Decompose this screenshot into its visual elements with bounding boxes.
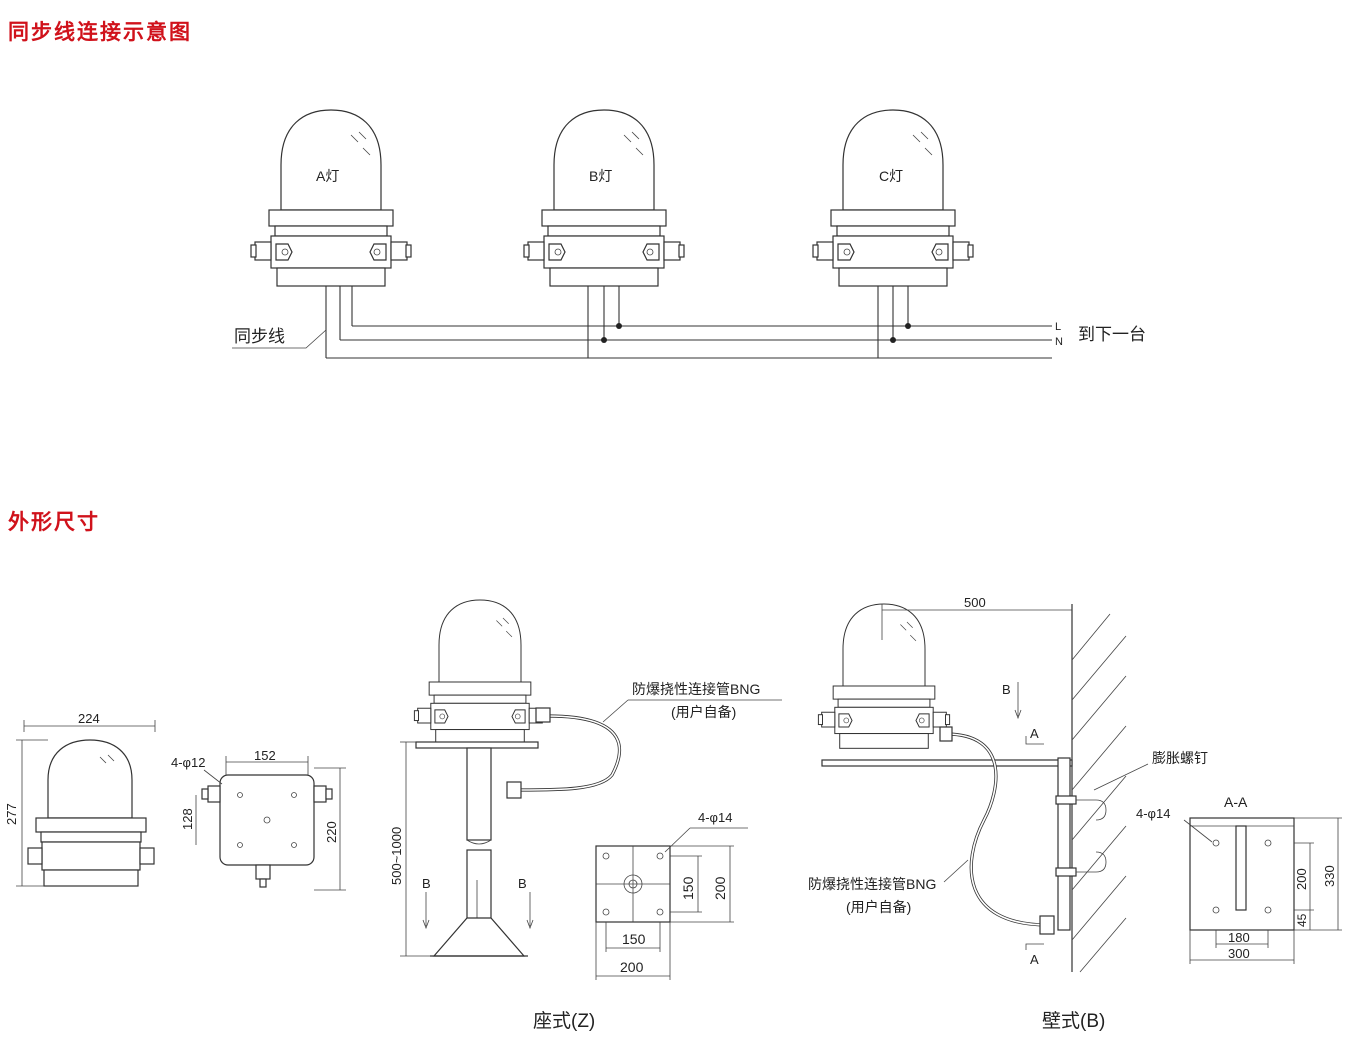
top-width-dim: 152 (254, 748, 276, 763)
wall-section-a-top: A (1030, 726, 1039, 741)
wall-section-a-bottom: A (1030, 952, 1039, 967)
dimensions-section-title: 外形尺寸 (8, 510, 100, 534)
front-view (16, 720, 156, 887)
wall-conduit-note: (用户自备) (846, 899, 911, 915)
wall-caption: 壁式(B) (1042, 1010, 1105, 1032)
line-n-label: N (1055, 336, 1063, 348)
top-holes-dim: 4-φ12 (171, 755, 205, 770)
sync-line-label: 同步线 (234, 327, 285, 346)
seat-conduit-label: 防爆挠性连接管BNG (632, 681, 760, 697)
seat-section-b-left: B (422, 876, 431, 891)
wall-conduit-label: 防爆挠性连接管BNG (808, 876, 936, 892)
lamp-c (812, 109, 974, 287)
lamp-b-label: B灯 (589, 168, 612, 184)
seat-plate-inner-h: 150 (680, 876, 696, 900)
wall-plate-w1: 180 (1228, 930, 1250, 945)
wall-plate-h2: 45 (1295, 913, 1309, 927)
wall-plate-holes: 4-φ14 (1136, 806, 1170, 821)
seat-caption: 座式(Z) (533, 1010, 595, 1032)
seat-section-b-right: B (518, 876, 527, 891)
front-width-dim: 224 (78, 711, 100, 726)
wall-plate-h1: 200 (1294, 868, 1309, 890)
seat-height-dim: 500~1000 (389, 827, 404, 885)
wall-plate-w-total: 300 (1228, 946, 1250, 961)
wiring-section-title: 同步线连接示意图 (8, 20, 192, 44)
wall-section-b: B (1002, 682, 1011, 697)
wall-section-aa: A-A (1224, 794, 1248, 810)
front-height-dim: 277 (4, 803, 19, 825)
seat-plate-inner-w: 150 (622, 931, 646, 947)
wall-reach-dim: 500 (964, 595, 986, 610)
lamp-a (250, 109, 412, 287)
lamp-c-label: C灯 (879, 168, 903, 184)
wall-mount-drawing (817, 603, 1342, 973)
top-depth-small-dim: 128 (180, 808, 195, 830)
lamp-a-label: A灯 (316, 168, 339, 184)
line-l-label: L (1055, 321, 1061, 333)
top-depth-dim: 220 (324, 821, 339, 843)
seat-plate-outer-h: 200 (712, 876, 728, 900)
seat-conduit-note: (用户自备) (671, 704, 736, 720)
seat-mount-drawing (400, 599, 782, 980)
seat-plate-holes: 4-φ14 (698, 810, 732, 825)
wall-plate-h-total: 330 (1322, 865, 1337, 887)
next-unit-label: 到下一台 (1078, 325, 1146, 344)
seat-plate-outer-w: 200 (620, 959, 644, 975)
top-view (195, 756, 346, 891)
wiring-lines (232, 286, 1052, 359)
wall-anchor-label: 膨胀螺钉 (1152, 750, 1208, 766)
lamp-b (523, 109, 685, 287)
